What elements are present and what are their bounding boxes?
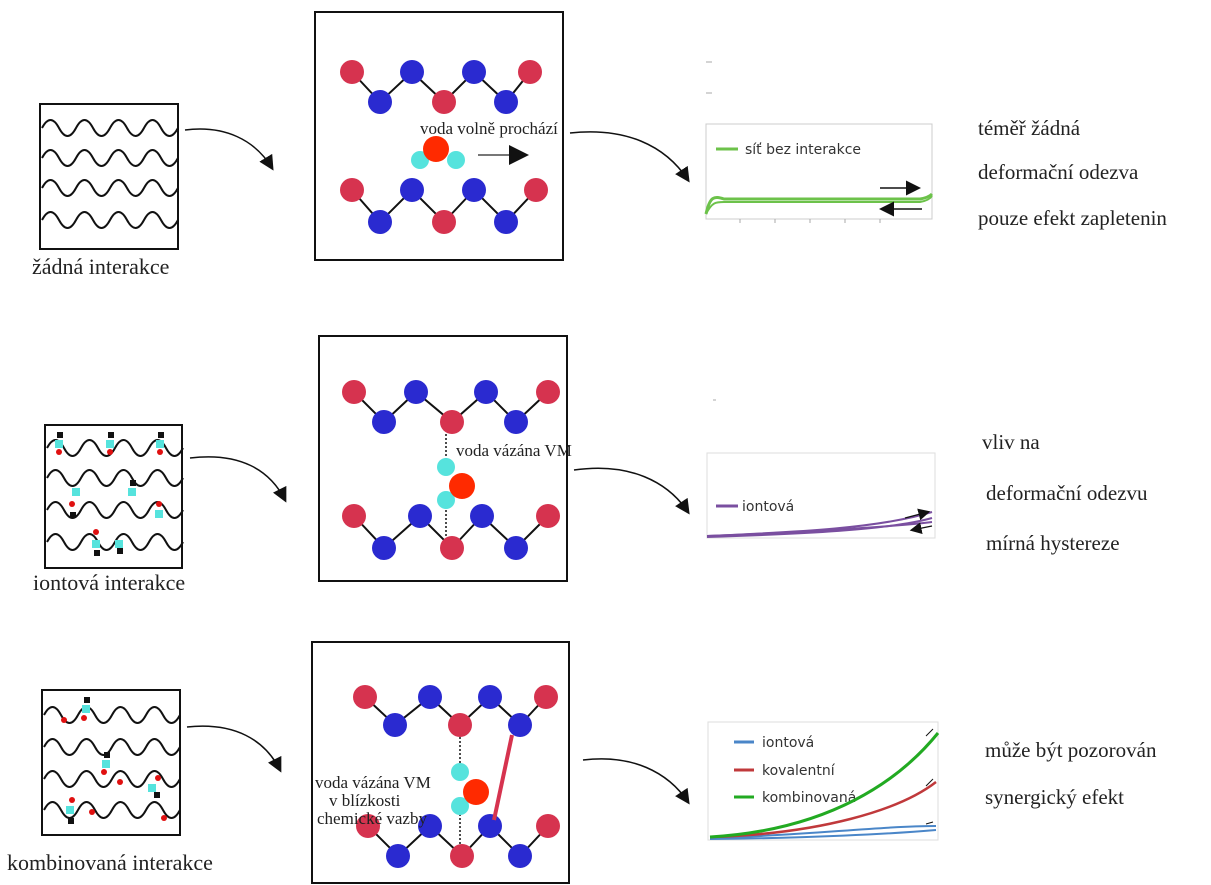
row1-network-box [39, 103, 179, 250]
row2-molecule-box: voda vázána VM [318, 335, 572, 582]
row1-arrow-1 [184, 128, 274, 171]
row2-desc-2: deformační odezvu [986, 481, 1148, 505]
row3-molecule-box: voda vázána VM v blízkosti chemické vazb… [311, 641, 570, 884]
row1-box-text: voda volně prochází [420, 119, 558, 138]
row3-arrow-2 [582, 758, 690, 805]
row1-desc-2: deformační odezva [978, 160, 1139, 184]
row2-arrow-1 [189, 456, 287, 503]
row2-chart: iontová [706, 399, 936, 539]
row3-desc-2: synergický efekt [985, 785, 1124, 809]
row3-arrow-1 [186, 725, 282, 773]
row2-desc-3: mírná hystereze [986, 531, 1120, 555]
row2-arrow-2 [573, 467, 690, 515]
row3-box-text-3: chemické vazby [317, 809, 427, 828]
row1-interaction-label: žádná interakce [32, 254, 170, 279]
row2-box-text: voda vázána VM [456, 441, 572, 460]
row3-desc-1: může být pozorován [985, 738, 1157, 762]
row3-legend-label-1: iontová [762, 735, 814, 751]
row3-legend-label-3: kombinovaná [762, 790, 856, 806]
row3-box-text-1: voda vázána VM [315, 773, 431, 792]
row3-chart: iontová kovalentní kombinovaná [707, 721, 940, 841]
row1-molecule-box: voda volně prochází [314, 11, 564, 261]
row1-desc-1: téměř žádná [978, 116, 1081, 140]
row3-interaction-label: kombinovaná interakce [7, 850, 213, 875]
row3-network-box [41, 689, 181, 836]
row1-chart: síť bez interakce [704, 61, 934, 223]
row2-desc-1: vliv na [982, 430, 1040, 454]
row2-interaction-label: iontová interakce [33, 570, 186, 595]
row3-legend-label-2: kovalentní [762, 763, 836, 779]
row1-arrow-2 [569, 131, 690, 183]
row1-legend-label: síť bez interakce [745, 142, 861, 158]
row3-box-text-2: v blízkosti [329, 791, 401, 810]
row1-desc-3: pouze efekt zapletenin [978, 206, 1167, 230]
row2-network-box [44, 424, 184, 569]
row2-legend-label: iontová [742, 499, 794, 515]
